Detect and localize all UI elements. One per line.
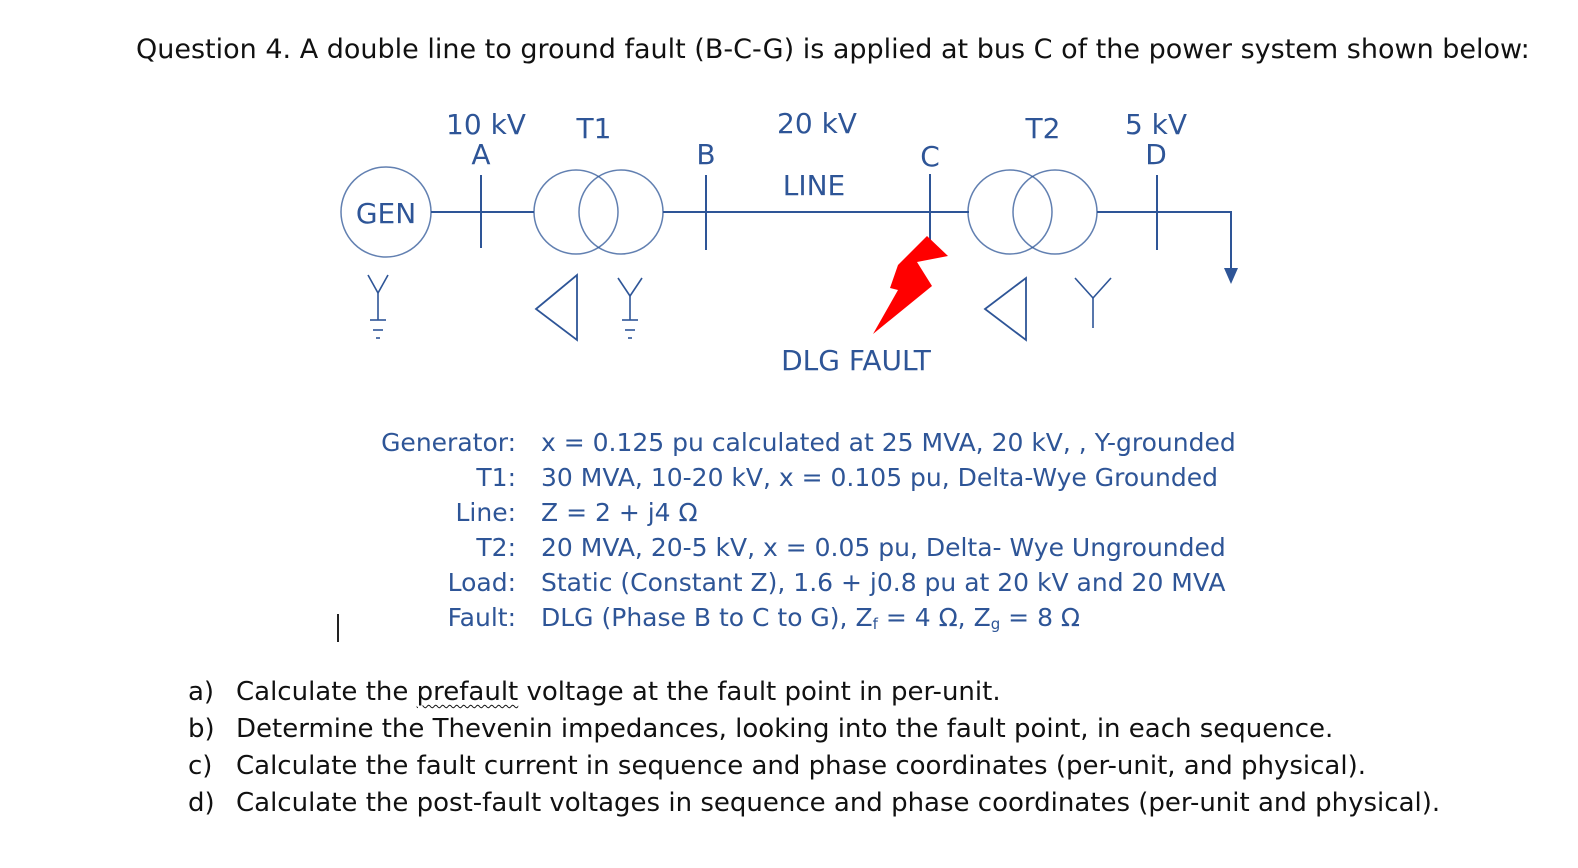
bus-d-label: D (1145, 138, 1167, 171)
load-arrow-icon (1224, 268, 1238, 284)
t2-secondary-winding (1012, 169, 1098, 255)
param-label: Load: (447, 568, 516, 597)
t1-label: T1 (576, 112, 612, 145)
param-value: 20 MVA, 20-5 kV, x = 0.05 pu, Delta- Wye… (541, 533, 1226, 562)
fault-label: DLG FAULT (781, 344, 932, 377)
fault-lightning-icon (873, 236, 948, 334)
bus-b-label: B (696, 138, 715, 171)
param-value: DLG (Phase B to C to G), Zf = 4 Ω, Zg = … (541, 600, 1080, 635)
bus-c-label: C (920, 140, 940, 173)
t2-wye-ungrounded-icon (1074, 277, 1112, 328)
bus-d-voltage: 5 kV (1125, 108, 1187, 141)
line-label: LINE (783, 169, 846, 202)
bus-a-label: A (471, 138, 490, 171)
t1-secondary-winding (578, 169, 664, 255)
gen-wye-grounded-icon (367, 274, 389, 339)
gen-label: GEN (356, 197, 416, 230)
fault-desc: DLG (Phase B to C to G), Z (541, 603, 873, 632)
param-value: Z = 2 + j4 Ω (541, 498, 698, 527)
t2-label: T2 (1025, 112, 1061, 145)
task-text: Determine the Thevenin impedances, looki… (236, 714, 1334, 744)
param-value: Static (Constant Z), 1.6 + j0.8 pu at 20… (541, 568, 1226, 597)
t2-delta-icon (983, 276, 1027, 342)
task-text-post: voltage at the fault point in per-unit. (518, 677, 1001, 707)
param-value: 30 MVA, 10-20 kV, x = 0.105 pu, Delta-Wy… (541, 463, 1218, 492)
t1-delta-icon (534, 273, 578, 342)
question-title: Question 4. A double line to ground faul… (136, 34, 1530, 65)
task-label: d) (188, 788, 215, 818)
param-label: Line: (455, 498, 516, 527)
param-label: T2: (476, 533, 516, 562)
bus-a-voltage: 10 kV (446, 108, 526, 141)
task-text: Calculate the fault current in sequence … (236, 751, 1366, 781)
t1-primary-winding (533, 169, 619, 255)
task-list: a) Calculate the prefault voltage at the … (188, 674, 1440, 822)
task-item-a: a) Calculate the prefault voltage at the … (188, 674, 1440, 711)
t1-wye-grounded-icon (617, 277, 643, 339)
param-value: x = 0.125 pu calculated at 25 MVA, 20 kV… (541, 428, 1236, 457)
text-cursor (337, 614, 339, 642)
task-item-c: c) Calculate the fault current in sequenc… (188, 748, 1440, 785)
param-label: T1: (476, 463, 516, 492)
param-label: Fault: (447, 603, 516, 632)
zf-value: = 4 Ω, Z (877, 603, 991, 632)
zg-subscript: g (990, 615, 1001, 633)
one-line-diagram: GEN 10 kV A T1 B 20 kV LINE C T2 5 kV D (340, 107, 1238, 377)
load-feeder (1157, 211, 1232, 270)
task-item-d: d) Calculate the post-fault voltages in s… (188, 785, 1440, 822)
t2-primary-winding (967, 169, 1053, 255)
param-label: Generator: (381, 428, 516, 457)
task-text-pre: Calculate the (236, 677, 417, 707)
task-label: c) (188, 751, 213, 781)
zf-subscript: f (872, 615, 878, 633)
task-label: a) (188, 677, 215, 707)
task-item-b: b) Determine the Thevenin impedances, loo… (188, 711, 1440, 748)
task-text: Calculate the post-fault voltages in seq… (236, 788, 1441, 818)
zg-value: = 8 Ω (1000, 603, 1081, 632)
task-label: b) (188, 714, 215, 744)
spellcheck-word: prefault (416, 677, 519, 707)
line-voltage: 20 kV (777, 107, 857, 140)
